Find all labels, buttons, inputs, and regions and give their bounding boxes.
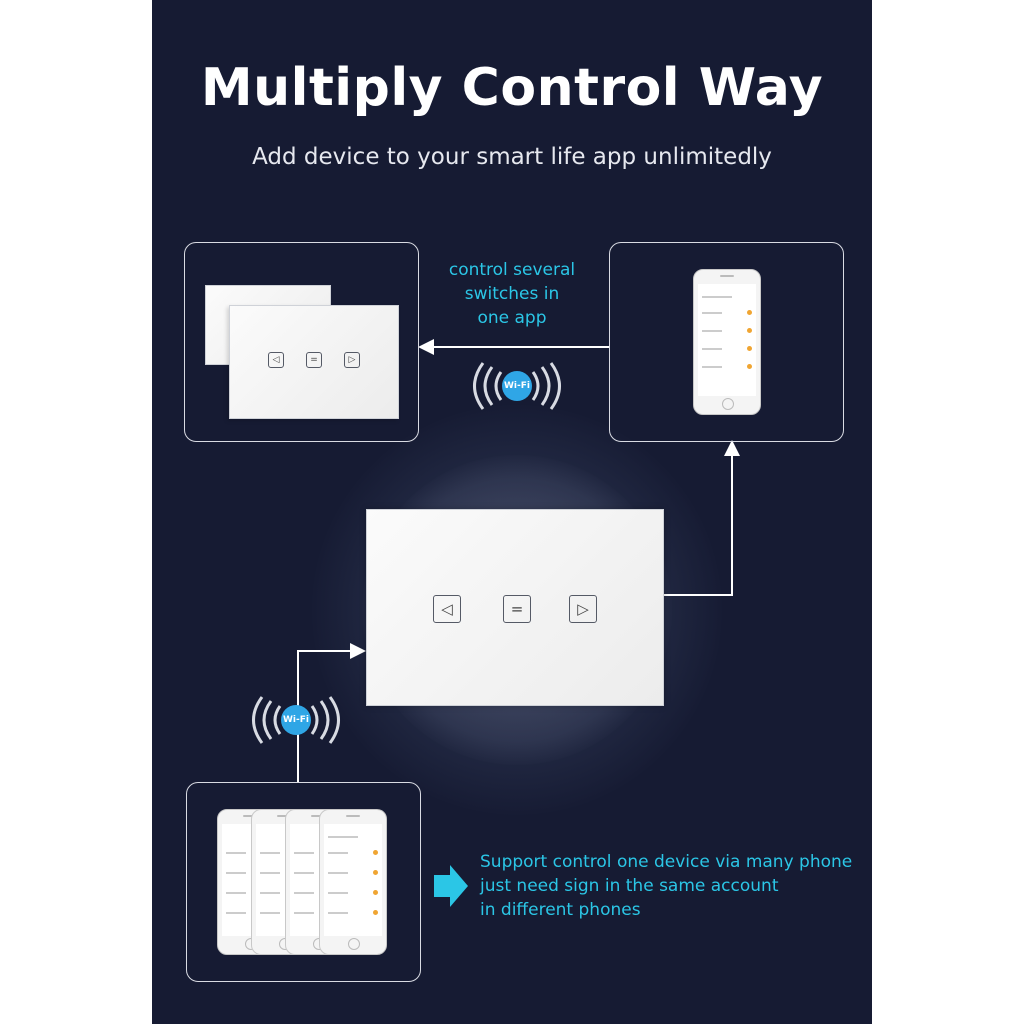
- switch-left-button: ◁: [268, 352, 284, 368]
- center-switch: ◁ = ▷: [366, 509, 664, 706]
- support-line3: in different phones: [480, 900, 641, 920]
- support-line1: Support control one device via many phon…: [480, 852, 853, 872]
- support-text: Support control one device via many phon…: [480, 850, 852, 922]
- control-several-line3: one app: [477, 308, 547, 328]
- connector-lines: [297, 339, 740, 907]
- front-switch: ◁ = ▷: [229, 305, 399, 419]
- center-left-button: ◁: [433, 595, 461, 623]
- arrow-right-icon: [350, 643, 366, 659]
- phones-box: [186, 782, 421, 982]
- switch-middle-button: =: [306, 352, 322, 368]
- arrow-up-icon: [724, 440, 740, 456]
- arrow-left-icon: [418, 339, 434, 355]
- phone-screen: [698, 284, 756, 396]
- center-middle-button: =: [503, 595, 531, 623]
- control-several-line1: control several: [448, 260, 576, 280]
- page-title: Multiply Control Way: [200, 58, 824, 118]
- phone-single: [693, 269, 761, 415]
- control-several-text: control several switches in one app: [432, 258, 592, 330]
- control-several-line2: switches in: [464, 284, 560, 304]
- cyan-arrow-icon: [434, 865, 468, 907]
- app-phone-box: [609, 242, 844, 442]
- wifi-icon-bottom: Wi-Fi: [244, 696, 348, 744]
- wifi-icon: Wi-Fi: [465, 362, 569, 410]
- phone-4: [319, 809, 387, 955]
- switches-box: ◁ = ▷: [184, 242, 419, 442]
- support-line2: just need sign in the same account: [480, 876, 779, 896]
- wifi-badge: Wi-Fi: [502, 371, 532, 401]
- poster-panel: Multiply Control Way Add device to your …: [152, 0, 872, 1024]
- center-right-button: ▷: [569, 595, 597, 623]
- page-subtitle: Add device to your smart life app unlimi…: [252, 144, 772, 170]
- wifi-badge-bottom: Wi-Fi: [281, 705, 311, 735]
- switch-right-button: ▷: [344, 352, 360, 368]
